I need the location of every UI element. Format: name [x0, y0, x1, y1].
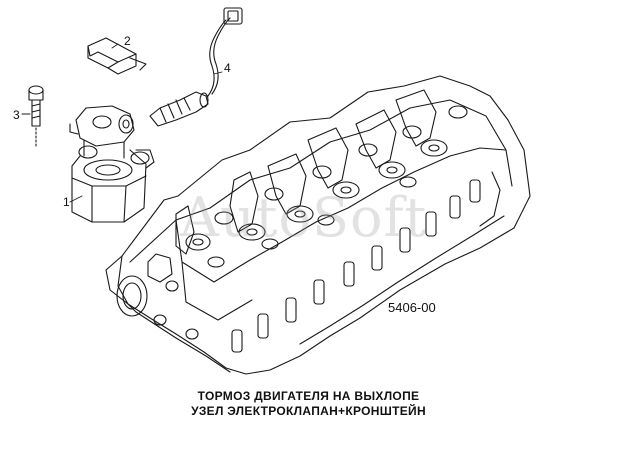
- part-3-bolt: [28, 85, 44, 147]
- caption-line-1: ТОРМОЗ ДВИГАТЕЛЯ НА ВЫХЛОПЕ: [197, 389, 420, 403]
- valve-bosses: [185, 105, 468, 268]
- callout-label-3: 3: [13, 108, 20, 122]
- caption-line-2: УЗЕЛ ЭЛЕКТРОКЛАПАН+КРОНШТЕЙН: [191, 404, 426, 418]
- side-ports: [231, 171, 505, 353]
- drawing-caption: ТОРМОЗ ДВИГАТЕЛЯ НА ВЫХЛОПЕ УЗЕЛ ЭЛЕКТРО…: [0, 389, 617, 419]
- callout-label-1: 1: [63, 195, 70, 209]
- drawing-code: 5406-00: [388, 300, 436, 315]
- part-4-sensor: [149, 7, 243, 127]
- top-deck-edge: [129, 99, 513, 263]
- cylinder-head: [105, 75, 531, 375]
- front-bore: [116, 253, 199, 340]
- leader-lines: [21, 43, 223, 203]
- callout-label-4: 4: [224, 61, 231, 75]
- callout-label-2: 2: [124, 34, 131, 48]
- part-2-bracket: [87, 37, 147, 75]
- cylinder-head-outline: [105, 75, 531, 375]
- part-1-valve-body: [69, 105, 155, 223]
